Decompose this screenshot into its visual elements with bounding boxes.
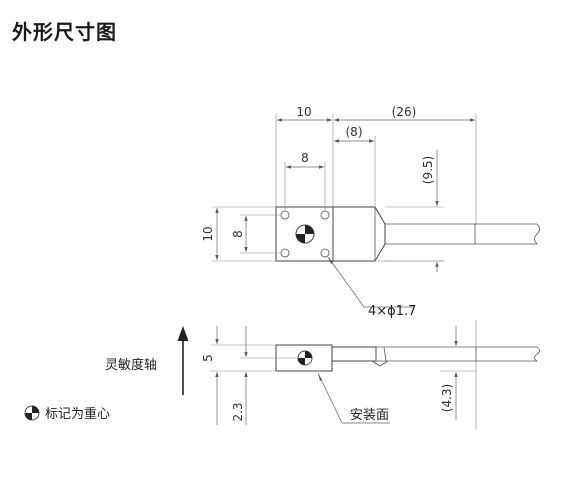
dim-26: (26) — [392, 105, 417, 119]
dim-5: 5 — [201, 354, 215, 362]
center-of-gravity-side-icon — [297, 350, 313, 366]
top-cable — [378, 223, 540, 245]
mount-surface-label: 安装面 — [350, 408, 389, 423]
top-extension-lines — [212, 114, 477, 262]
sensor-neck-top — [332, 206, 386, 262]
side-extension-lines — [210, 320, 477, 430]
cog-legend-label: 标记为重心 — [45, 406, 110, 422]
sensor-head-top — [275, 206, 334, 262]
dim-8: 8 — [301, 151, 309, 165]
side-view: 灵敏度轴 — [105, 320, 540, 430]
dim-8-paren: (8) — [346, 125, 363, 139]
sensor-neck-side — [331, 346, 377, 362]
dim-2-3: 2.3 — [231, 402, 245, 421]
dim-4-3: (4.3) — [440, 384, 454, 412]
center-of-gravity-legend-icon — [24, 405, 40, 421]
dim-10-top: 10 — [296, 105, 311, 119]
center-of-gravity-icon — [295, 224, 315, 244]
dim-10-left: 10 — [201, 226, 215, 241]
holes-label: 4×ϕ1.7 — [368, 304, 416, 319]
holes-leader — [327, 256, 414, 308]
top-view: 10 (26) (8) 8 10 8 (9.5) 4×ϕ1.7 — [201, 105, 540, 319]
legend: 标记为重心 — [24, 405, 110, 422]
side-cable — [374, 346, 540, 362]
dim-9-5: (9.5) — [421, 156, 435, 184]
sensitivity-axis-label: 灵敏度轴 — [105, 357, 157, 373]
mount-surface-leader — [317, 372, 390, 424]
page-title: 外形尺寸图 — [12, 20, 117, 44]
sensitivity-axis-arrow-icon — [177, 326, 189, 395]
dim-8-left: 8 — [231, 230, 245, 238]
